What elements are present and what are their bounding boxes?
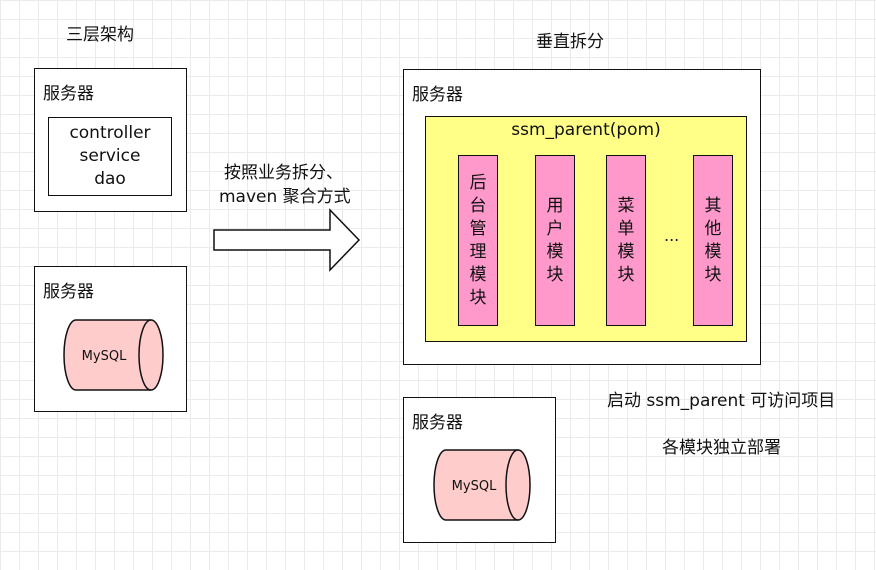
admin-module: 后 台 管 理 模 块: [458, 155, 498, 326]
left-mysql-cylinder: MySQL: [63, 319, 164, 391]
module-char: 其: [704, 195, 722, 216]
right-db-server-title: 服务器: [412, 413, 463, 433]
more-modules-ellipsis: ...: [664, 226, 680, 245]
module-char: 后: [469, 172, 487, 193]
menu-module: 菜 单 模 块: [606, 155, 646, 326]
vertical-split-heading: 垂直拆分: [536, 32, 604, 52]
module-char: 模: [617, 241, 635, 262]
ssm-parent-label: ssm_parent(pom): [511, 120, 661, 140]
module-char: 块: [469, 287, 487, 308]
user-module: 用 户 模 块: [535, 155, 575, 326]
module-char: 模: [469, 264, 487, 285]
controller-layer-label: controller: [69, 123, 151, 143]
service-layer-label: service: [79, 146, 141, 166]
left-mysql-label: MySQL: [82, 349, 127, 364]
three-tier-heading: 三层架构: [66, 25, 134, 45]
dao-layer-label: dao: [94, 169, 126, 189]
module-char: 菜: [617, 195, 635, 216]
module-char: 模: [704, 241, 722, 262]
module-char: 理: [469, 241, 487, 262]
split-method-label-line2: maven 聚合方式: [219, 187, 351, 207]
module-char: 块: [704, 264, 722, 285]
left-db-server-title: 服务器: [43, 282, 94, 302]
deploy-note: 各模块独立部署: [662, 438, 781, 458]
module-char: 用: [546, 195, 564, 216]
access-note: 启动 ssm_parent 可访问项目: [607, 391, 836, 411]
right-mysql-cylinder: MySQL: [433, 449, 531, 521]
right-mysql-label: MySQL: [452, 479, 497, 494]
app-server-title: 服务器: [43, 84, 94, 104]
module-char: 单: [617, 218, 635, 239]
module-char: 台: [469, 195, 487, 216]
module-char: 模: [546, 241, 564, 262]
split-arrow: [213, 208, 361, 272]
module-char: 他: [704, 218, 722, 239]
main-server-title: 服务器: [412, 85, 463, 105]
module-char: 管: [469, 218, 487, 239]
split-method-label-line1: 按照业务拆分、: [224, 163, 343, 183]
layers-box: controller service dao: [48, 117, 172, 196]
module-char: 块: [617, 264, 635, 285]
module-char: 块: [546, 264, 564, 285]
module-char: 户: [546, 218, 564, 239]
other-module: 其 他 模 块: [693, 155, 733, 326]
